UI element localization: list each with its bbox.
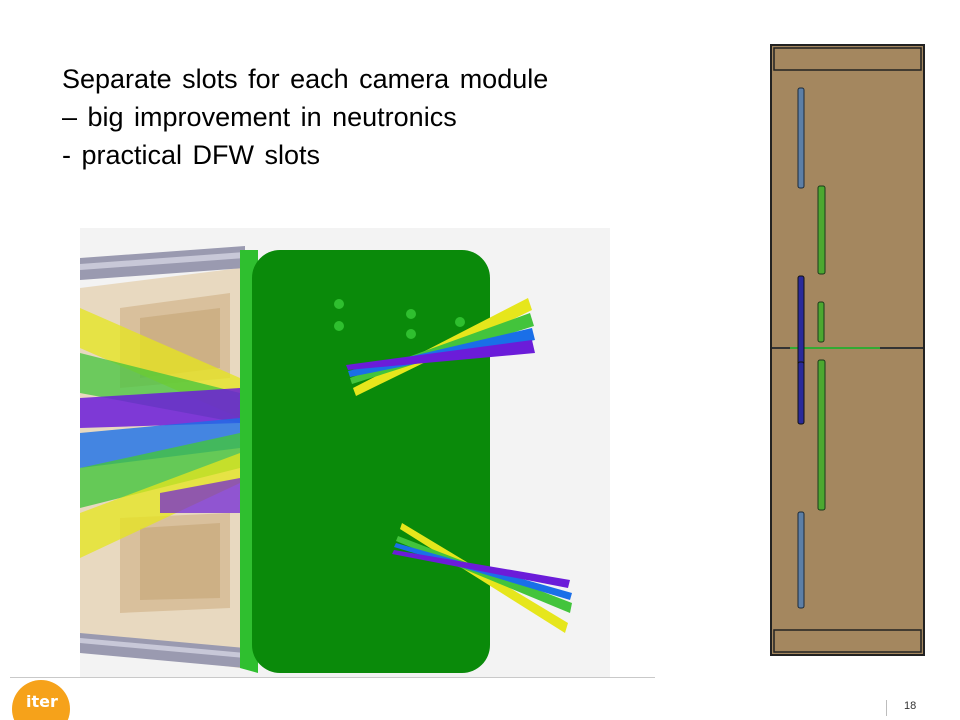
bullet-item: Separate slots for each camera module xyxy=(62,64,549,94)
shielding-side-view xyxy=(770,44,925,656)
logo-text: iter xyxy=(26,692,58,711)
bullet-item: - practical DFW slots xyxy=(62,140,321,170)
bullet-list: Separate slots for each camera module – … xyxy=(62,60,662,174)
iter-logo: iter xyxy=(12,680,70,720)
logo-circle-icon xyxy=(12,680,70,720)
footer-divider xyxy=(10,677,655,678)
page-number: 18 xyxy=(904,700,917,712)
bullet-item: – big improvement in neutronics xyxy=(62,102,457,132)
footer-separator xyxy=(886,700,887,716)
port-plug-3d-render xyxy=(80,228,610,678)
